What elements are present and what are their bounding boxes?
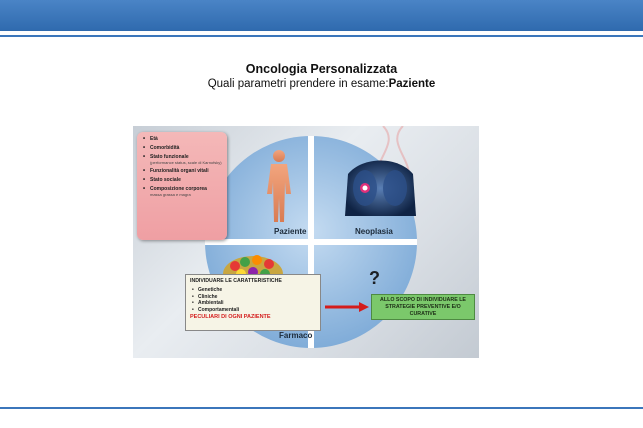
patient-param-note: massa grassa e magra: [150, 192, 191, 197]
patient-param-label: Comorbidità: [150, 145, 180, 151]
goal-box: ALLO SCOPO DI INDIVIDUARE LE STRATEGIE P…: [371, 294, 475, 320]
subtitle-prefix: Quali parametri prendere in esame:: [207, 78, 389, 90]
header-bar: [0, 0, 643, 31]
patient-param-label: Funzionalità organi vitali: [150, 168, 209, 174]
patient-param-item: Stato funzionale(performance status, sca…: [143, 154, 223, 165]
peculiar-emphasis: PECULIARI DI OGNI PAZIENTE: [190, 314, 271, 320]
characteristics-box: INDIVIDUARE LE CARATTERISTICHE Genetiche…: [185, 274, 321, 331]
patient-param-item: Funzionalità organi vitali: [143, 168, 223, 174]
patient-params-box: EtàComorbiditàStato funzionale(performan…: [137, 132, 227, 240]
quadrant-label-neoplasia: Neoplasia: [355, 227, 393, 236]
characteristics-list: Genetiche Cliniche Ambientali Comportame…: [192, 287, 316, 313]
subtitle-bold: Paziente: [388, 78, 436, 90]
patient-param-note: (performance status, scale di Karnofsky): [150, 160, 222, 165]
characteristic-item: Ambientali: [192, 300, 316, 307]
red-arrow: [325, 302, 369, 312]
diagram-figure: EtàComorbiditàStato funzionale(performan…: [133, 126, 479, 358]
patient-param-item: Stato sociale: [143, 177, 223, 183]
patient-param-label: Composizione corporea: [150, 186, 207, 192]
slide-title: Oncologia Personalizzata: [245, 62, 398, 76]
human-body-icon: [267, 150, 291, 222]
patient-param-item: Comorbidità: [143, 145, 223, 151]
quadrant-label-farmaco: Farmaco: [279, 331, 313, 340]
footer-divider: [0, 407, 643, 409]
characteristic-item: Genetiche: [192, 287, 316, 294]
characteristic-item: Comportamentali: [192, 307, 316, 314]
chest-scan-icon: [345, 160, 416, 216]
characteristic-item: Cliniche: [192, 294, 316, 301]
question-mark: ?: [369, 268, 380, 288]
characteristics-heading: INDIVIDUARE LE CARATTERISTICHE: [190, 278, 282, 284]
patient-params-list: EtàComorbiditàStato funzionale(performan…: [143, 136, 223, 197]
patient-param-label: Stato funzionale: [150, 154, 189, 160]
header-divider: [0, 35, 643, 37]
slide-subtitle: Quali parametri prendere in esame:Pazien…: [0, 78, 643, 90]
patient-param-label: Stato sociale: [150, 177, 181, 183]
quadrant-label-paziente: Paziente: [274, 227, 307, 236]
patient-param-label: Età: [150, 136, 158, 142]
patient-param-item: Età: [143, 136, 223, 142]
